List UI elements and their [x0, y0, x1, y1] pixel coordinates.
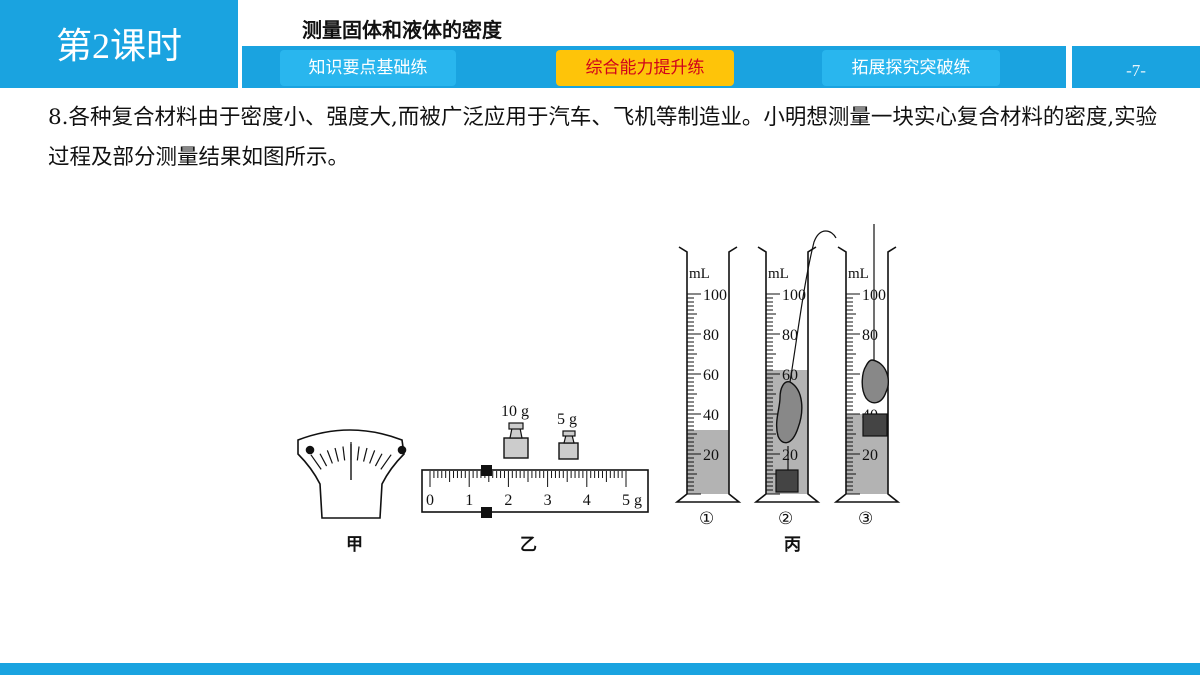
cylinder-unit: mL — [848, 266, 869, 282]
weight-5g — [558, 430, 579, 460]
weight-5g-label: 5 g — [557, 411, 577, 428]
cylinders: mL10080604020①mL10080604020②mL1008060402… — [674, 224, 901, 528]
scale-numbers: 0 1 2 3 4 5 g — [426, 492, 642, 509]
dial-tick — [356, 446, 360, 461]
tab-extension-practice[interactable]: 拓展探究突破练 — [822, 50, 1000, 86]
cylinder-tick-label: 100 — [782, 287, 806, 304]
cylinder-wall — [833, 246, 901, 503]
scale-number: 0 — [426, 492, 434, 509]
cylinder-tick-label: 80 — [703, 327, 719, 344]
cylinder-label: ③ — [858, 509, 873, 528]
cylinder-tick-label: 20 — [703, 447, 719, 464]
experiment-figure: 甲 10 g 5 g 0 1 2 3 4 5 g 乙 mL 100 80 60 40 20 ① mL 10… — [297, 224, 901, 554]
cylinder-tick-label: 80 — [782, 327, 798, 344]
scale-number: 4 — [583, 492, 591, 509]
sinker-in-cylinder-3 — [862, 413, 888, 437]
topic-title: 测量固体和液体的密度 — [302, 18, 502, 42]
scale-number: 3 — [544, 492, 552, 509]
cylinder-1: mL 100 80 60 40 20 ① — [674, 246, 742, 528]
cylinder-wall — [753, 246, 821, 503]
cylinder-wall — [674, 246, 742, 503]
page-number: -7- — [1126, 61, 1146, 80]
dial-tick — [319, 453, 328, 467]
lesson-box — [0, 0, 238, 88]
dial-ticks — [310, 442, 392, 470]
thread — [789, 230, 837, 383]
cylinder-tick-label: 60 — [703, 367, 719, 384]
label-jia: 甲 — [346, 535, 363, 554]
balance-dial — [297, 429, 407, 519]
lesson-label: 第2课时 — [55, 26, 182, 66]
cylinder-tick-label: 80 — [862, 327, 878, 344]
page-box — [1072, 46, 1200, 88]
cylinder-tick-label: 60 — [782, 367, 798, 384]
question-text: 8.各种复合材料由于密度小、强度大,而被广泛应用于汽车、飞机等制造业。小明想测量… — [48, 105, 1158, 170]
scale-number: 2 — [504, 492, 512, 509]
dial-tick — [380, 454, 392, 470]
cylinder-tick-label: 40 — [703, 407, 719, 424]
scale-number: 1 — [465, 492, 473, 509]
dial-tick — [326, 450, 333, 464]
dial-tick — [342, 446, 346, 461]
sinker-in-cylinder-2 — [775, 469, 799, 493]
cylinder-tick-label: 100 — [703, 287, 727, 304]
cylinder-unit: mL — [689, 266, 710, 282]
cylinder-unit: mL — [768, 266, 789, 282]
scale-number: 5 g — [622, 492, 642, 509]
dial-tick — [362, 447, 368, 462]
label-bing: 丙 — [784, 535, 801, 554]
cylinder-tick-label: 20 — [862, 447, 878, 464]
dial-tick — [369, 450, 376, 464]
cylinder-label: ① — [699, 509, 714, 528]
tab-comprehensive-practice[interactable]: 综合能力提升练 — [556, 50, 734, 86]
dial-tick — [374, 453, 383, 467]
scale-ticks — [429, 471, 627, 487]
sample-in-cylinder-3 — [861, 359, 890, 404]
bottom-bar — [0, 663, 1200, 675]
sample-in-cylinder-2 — [775, 381, 803, 444]
weight-10g — [503, 422, 529, 459]
cylinder-tick-label: 20 — [782, 447, 798, 464]
dial-tick — [310, 454, 322, 470]
tab-basic-practice[interactable]: 知识要点基础练 — [280, 50, 456, 86]
weight-10g-label: 10 g — [501, 403, 529, 420]
rider-scale: 0 1 2 3 4 5 g — [421, 465, 649, 518]
cylinder-label: ② — [778, 509, 793, 528]
dial-tick — [334, 447, 340, 462]
label-yi: 乙 — [520, 535, 537, 554]
